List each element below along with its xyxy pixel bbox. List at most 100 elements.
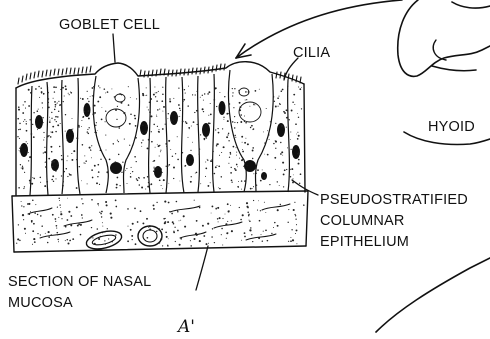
- stipple-dot: [80, 224, 82, 226]
- stipple-dot: [221, 152, 222, 153]
- stipple-dot: [67, 198, 68, 199]
- stipple-dot: [42, 117, 43, 118]
- stipple-dot: [57, 207, 58, 208]
- stipple-dot: [172, 221, 174, 223]
- stipple-dot: [100, 236, 101, 237]
- stipple-dot: [287, 86, 288, 87]
- stipple-dot: [156, 115, 157, 116]
- stipple-dot: [148, 182, 150, 184]
- stipple-dot: [241, 180, 242, 181]
- stipple-dot: [67, 242, 69, 244]
- stipple-dot: [121, 102, 123, 104]
- stipple-dot: [88, 101, 89, 102]
- stipple-dot: [196, 172, 198, 174]
- stipple-dot: [37, 110, 39, 112]
- stipple-dot: [228, 140, 229, 141]
- stipple-dot: [264, 142, 265, 143]
- stipple-dot: [90, 96, 91, 97]
- stipple-dot: [45, 166, 47, 168]
- stipple-dot: [290, 237, 291, 238]
- stipple-dot: [290, 240, 292, 242]
- stipple-dot: [63, 148, 64, 149]
- stipple-dot: [25, 233, 26, 234]
- stipple-dot: [245, 122, 247, 124]
- stipple-dot: [166, 146, 167, 147]
- stipple-dot: [81, 198, 82, 199]
- stipple-dot: [282, 155, 283, 156]
- stipple-dot: [273, 143, 274, 144]
- stipple-dot: [92, 237, 93, 238]
- stipple-dot: [76, 206, 78, 208]
- stipple-dot: [155, 96, 156, 97]
- stipple-dot: [134, 118, 136, 120]
- stipple-dot: [115, 109, 117, 111]
- stipple-dot: [90, 237, 92, 239]
- stipple-dot: [298, 117, 299, 118]
- label-epithelium: EPITHELIUM: [320, 234, 409, 250]
- stipple-dot: [51, 112, 52, 113]
- stipple-dot: [286, 117, 288, 119]
- stipple-dot: [88, 127, 89, 128]
- stipple-dot: [117, 177, 119, 179]
- stipple-dot: [129, 145, 130, 146]
- stipple-dot: [105, 201, 107, 203]
- stipple-dot: [238, 181, 239, 182]
- stipple-dot: [226, 136, 228, 138]
- stipple-dot: [196, 220, 198, 222]
- stipple-dot: [65, 88, 67, 90]
- stipple-dot: [274, 101, 275, 102]
- stipple-dot: [24, 172, 25, 173]
- stipple-dot: [248, 214, 250, 216]
- stipple-dot: [88, 133, 90, 135]
- stipple-dot: [248, 215, 249, 216]
- stipple-dot: [219, 155, 220, 156]
- stipple-dot: [297, 113, 298, 114]
- stipple-dot: [169, 164, 171, 166]
- stipple-dot: [160, 151, 161, 152]
- stipple-dot: [182, 152, 183, 153]
- stipple-dot: [150, 98, 152, 100]
- label-columnar: COLUMNAR: [320, 213, 405, 229]
- stipple-dot: [119, 93, 121, 95]
- stipple-dot: [149, 101, 151, 103]
- stipple-dot: [51, 131, 53, 133]
- stipple-dot: [119, 185, 120, 186]
- stipple-dot: [179, 116, 180, 117]
- stipple-dot: [72, 118, 73, 119]
- stipple-dot: [23, 121, 24, 122]
- stipple-dot: [59, 104, 61, 106]
- stipple-dot: [228, 133, 229, 134]
- stipple-dot: [60, 211, 61, 212]
- stipple-dot: [84, 111, 85, 112]
- stipple-dot: [78, 125, 80, 127]
- stipple-dot: [60, 89, 61, 90]
- stipple-dot: [265, 212, 266, 213]
- stipple-dot: [80, 98, 81, 99]
- stipple-dot: [67, 176, 68, 177]
- stipple-dot: [69, 240, 70, 241]
- stipple-dot: [55, 170, 57, 172]
- stipple-dot: [71, 92, 73, 94]
- stipple-dot: [55, 104, 57, 106]
- stipple-dot: [199, 148, 201, 150]
- stipple-dot: [44, 185, 46, 187]
- stipple-dot: [217, 128, 218, 129]
- stipple-dot: [80, 234, 82, 236]
- stipple-dot: [281, 90, 283, 92]
- stipple-dot: [279, 104, 281, 106]
- stipple-dot: [82, 144, 84, 146]
- stipple-dot: [226, 113, 228, 115]
- stipple-dot: [293, 175, 294, 176]
- stipple-dot: [156, 116, 157, 117]
- stipple-dot: [284, 169, 286, 171]
- stipple-dot: [30, 92, 32, 94]
- stipple-dot: [252, 147, 254, 149]
- stipple-dot: [43, 152, 44, 153]
- stipple-dot: [255, 90, 257, 92]
- stipple-dot: [191, 126, 192, 127]
- stipple-dot: [82, 203, 83, 204]
- stipple-dot: [248, 91, 250, 93]
- stipple-dot: [252, 150, 254, 152]
- stipple-dot: [245, 138, 246, 139]
- stipple-dot: [153, 160, 155, 162]
